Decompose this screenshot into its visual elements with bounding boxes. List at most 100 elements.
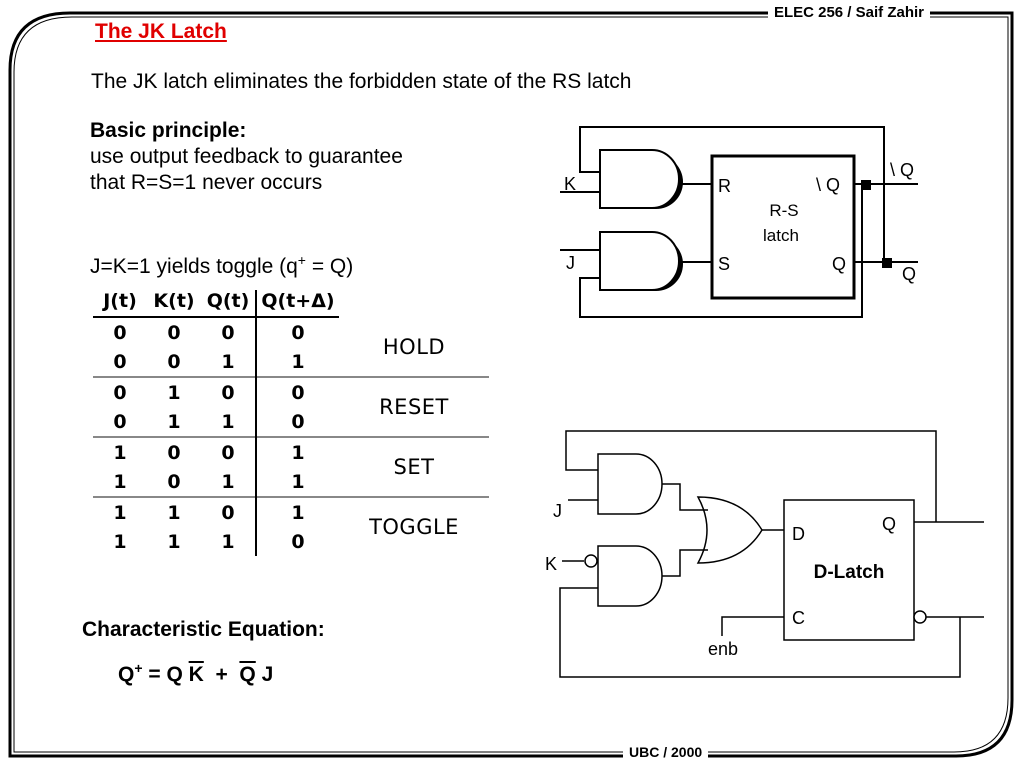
cell: 0 xyxy=(201,376,256,407)
and-gate-lower xyxy=(597,545,663,607)
cell: 1 xyxy=(255,467,339,497)
equation-heading: Characteristic Equation: xyxy=(82,618,325,641)
cell: 1 xyxy=(255,436,339,467)
table-row: 0 0 1 1 xyxy=(93,347,489,377)
table-row: 1 0 1 1 xyxy=(93,467,489,497)
cell: 0 xyxy=(147,436,201,467)
rs-jk-diagram: K J R S R-S latch \ Q Q \ Q Q xyxy=(560,126,918,318)
cell: 0 xyxy=(113,350,127,373)
feedback-wire-top xyxy=(579,126,885,173)
feedback-wire-bottom xyxy=(579,190,863,318)
table-row: 0 1 1 0 xyxy=(93,407,489,437)
qbar-bubble xyxy=(913,610,927,624)
toggle-note: J=K=1 yields toggle (q+ = Q) xyxy=(90,252,353,279)
c-pin-label: C xyxy=(792,608,805,628)
row-label-reset: RESET xyxy=(339,376,489,437)
cell: 0 xyxy=(221,321,235,344)
principle-line-1: use output feedback to guarantee xyxy=(90,145,403,168)
truth-table-header: J(t) K(t) Q(t) Q(t+Δ) xyxy=(93,290,489,318)
cell: 0 xyxy=(255,376,339,407)
k-label: K xyxy=(564,174,576,194)
cell: 1 xyxy=(255,347,339,377)
r-label: R xyxy=(718,176,731,196)
cell: 0 xyxy=(255,317,339,347)
eq-k-bar: K xyxy=(188,663,204,686)
cell: 1 xyxy=(221,470,235,493)
toggle-note-pre: J=K=1 yields toggle (q xyxy=(90,255,298,278)
header-k: K(t) xyxy=(147,290,201,318)
cell: 1 xyxy=(93,436,147,467)
characteristic-equation: Q+ = Q K + Q J xyxy=(118,660,273,687)
cell: 0 xyxy=(255,407,339,437)
k-inverter-bubble xyxy=(584,554,598,568)
cell: 0 xyxy=(201,436,256,467)
rs-latch-block xyxy=(710,154,856,300)
cell: 0 xyxy=(93,376,147,407)
eq-j: J xyxy=(255,663,274,686)
row-label-toggle: TOGGLE xyxy=(339,496,489,556)
truth-table: J(t) K(t) Q(t) Q(t+Δ) 0 0 0 0 HOLD 0 0 1… xyxy=(93,290,489,556)
intro-text: The JK latch eliminates the forbidden st… xyxy=(91,70,632,93)
table-row: 0 1 0 0 RESET xyxy=(93,376,489,437)
cell: 1 xyxy=(221,350,235,373)
table-row: 0 0 0 0 HOLD xyxy=(93,317,489,359)
header-q: Q(t) xyxy=(201,290,256,318)
cell: 1 xyxy=(255,496,339,527)
cell: 1 xyxy=(221,410,235,433)
rs-block-line2: latch xyxy=(763,226,799,245)
d-latch-block xyxy=(783,499,915,641)
d-latch-label: D-Latch xyxy=(814,562,885,583)
j-label: J xyxy=(553,501,562,521)
k-label: K xyxy=(545,554,557,574)
course-header: ELEC 256 / Saif Zahir xyxy=(767,4,930,21)
d-jk-diagram: J K D C D-Latch Q enb xyxy=(545,430,984,678)
eq-equals: = Q xyxy=(142,663,189,686)
cell: 1 xyxy=(147,376,201,407)
feedback-wire-q xyxy=(565,430,937,522)
principle-heading: Basic principle: xyxy=(90,119,247,142)
principle-line-2: that R=S=1 never occurs xyxy=(90,171,323,194)
row-label-set: SET xyxy=(339,436,489,497)
q-pin-label: Q xyxy=(832,254,846,274)
header-next-q: Q(t+Δ) xyxy=(255,290,339,318)
table-row: 1 1 1 0 xyxy=(93,527,489,556)
cell: 0 xyxy=(113,410,127,433)
header-spacer xyxy=(339,290,489,317)
junction-dot xyxy=(882,258,892,268)
and-gate-upper xyxy=(599,149,680,209)
s-label: S xyxy=(718,254,730,274)
cell: 0 xyxy=(201,496,256,527)
cell: 0 xyxy=(167,470,181,493)
cell: 0 xyxy=(113,321,127,344)
cell: 0 xyxy=(167,350,181,373)
and-to-or-wire xyxy=(662,483,708,511)
qbar-pin-label: \ Q xyxy=(816,175,840,195)
enable-wire xyxy=(721,616,784,636)
footer-tag: UBC / 2000 xyxy=(623,744,709,760)
enb-label: enb xyxy=(708,639,738,659)
and-to-or-wire xyxy=(662,549,708,577)
and-gate-lower xyxy=(599,231,680,291)
eq-plus: + xyxy=(203,663,240,686)
junction-dot xyxy=(861,180,871,190)
and-gate-upper xyxy=(597,453,663,515)
eq-q: Q xyxy=(118,663,135,686)
table-row: 1 1 0 1 TOGGLE xyxy=(93,496,489,556)
cell: 1 xyxy=(167,530,181,553)
qbar-output-label: \ Q xyxy=(890,160,914,180)
cell: 1 xyxy=(93,496,147,527)
cell: 0 xyxy=(167,321,181,344)
eq-q-bar: Q xyxy=(239,663,256,686)
d-pin-label: D xyxy=(792,524,805,544)
basic-principle: Basic principle: use output feedback to … xyxy=(90,118,403,196)
cell: 1 xyxy=(113,530,127,553)
slide-title: The JK Latch xyxy=(95,20,227,43)
cell: 0 xyxy=(255,527,339,556)
j-label: J xyxy=(566,253,575,273)
table-row: 1 0 0 1 SET xyxy=(93,436,489,497)
or-gate xyxy=(696,496,763,564)
row-label-hold: HOLD xyxy=(382,334,446,359)
q-output-label: Q xyxy=(902,264,916,284)
cell: 1 xyxy=(221,530,235,553)
